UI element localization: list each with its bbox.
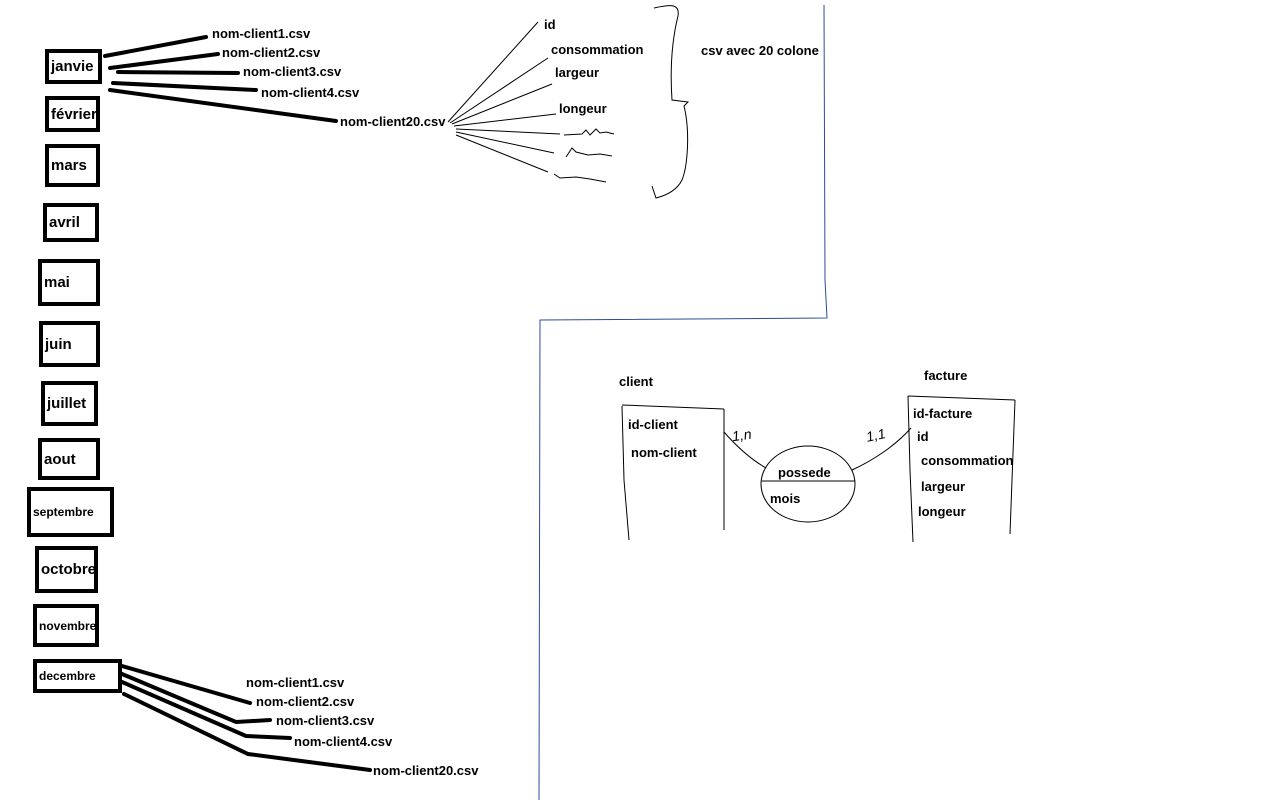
- fan-line-consommation: [449, 57, 549, 124]
- connector-bottom-3: [120, 680, 292, 740]
- facture-title: facture: [924, 368, 968, 383]
- fan-line-extra-2: [455, 131, 555, 154]
- file-top-5: nom-client20.csv: [340, 114, 446, 129]
- scribble-2: [565, 147, 613, 158]
- month-box-aout: aout: [38, 438, 100, 480]
- connector-top-4: [111, 81, 258, 92]
- column-fan-lines: [447, 21, 561, 173]
- connector-top-3: [116, 70, 240, 75]
- file-top-4: nom-client4.csv: [261, 85, 360, 100]
- possede-ellipse: [760, 445, 856, 523]
- section-divider: [538, 4, 828, 800]
- connector-top-2: [108, 52, 220, 70]
- scribble-3: [553, 173, 607, 183]
- csv-column-id: id: [544, 17, 556, 32]
- facture-field-largeur: largeur: [921, 479, 966, 494]
- month-box-novembre: novembre: [33, 604, 99, 647]
- link-client-possede: [723, 431, 767, 469]
- fan-line-id: [447, 21, 539, 123]
- top-file-connectors: [103, 35, 338, 123]
- facture-entity-outline: [907, 395, 1016, 543]
- connector-bottom-1: [120, 664, 252, 705]
- relation-name: possede: [778, 465, 831, 480]
- client-field-id-client: id-client: [628, 417, 678, 432]
- month-box-fevrier: février: [45, 96, 100, 132]
- month-box-octobre: octobre: [35, 546, 98, 593]
- file-bottom-3: nom-client3.csv: [276, 713, 375, 728]
- connector-top-5: [108, 88, 338, 123]
- csv-column-longeur: longeur: [559, 101, 607, 116]
- client-title: client: [619, 374, 653, 389]
- file-top-2: nom-client2.csv: [222, 45, 321, 60]
- file-bottom-2: nom-client2.csv: [256, 694, 355, 709]
- cardinality-client: 1,n: [730, 425, 753, 445]
- csv-column-consommation: consommation: [551, 42, 644, 57]
- curly-brace: [651, 5, 690, 199]
- fan-line-longeur: [453, 113, 557, 127]
- connector-top-1: [103, 35, 208, 58]
- fan-line-extra-3: [455, 134, 549, 173]
- month-box-mars: mars: [45, 144, 100, 187]
- fan-line-largeur: [451, 83, 553, 125]
- connector-bottom-2: [120, 672, 272, 725]
- file-top-1: nom-client1.csv: [212, 26, 311, 41]
- bottom-file-connectors: [120, 664, 372, 772]
- month-box-janvie: janvie: [45, 49, 102, 84]
- csv-note: csv avec 20 colone: [701, 43, 819, 58]
- facture-field-id-facture: id-facture: [913, 406, 973, 421]
- file-bottom-4: nom-client4.csv: [294, 734, 393, 749]
- client-field-nom-client: nom-client: [631, 445, 697, 460]
- scribble-1: [563, 128, 615, 136]
- month-box-decembre: decembre: [33, 659, 122, 693]
- facture-field-longeur: longeur: [918, 504, 966, 519]
- column-scribbles: [553, 128, 615, 183]
- client-entity-outline: [621, 404, 725, 541]
- link-possede-facture: [851, 427, 912, 471]
- facture-field-consommation: consommation: [921, 453, 1014, 468]
- month-box-septembre: septembre: [27, 487, 114, 537]
- month-box-avril: avril: [43, 203, 99, 242]
- relation-attribute: mois: [770, 491, 801, 506]
- file-bottom-5: nom-client20.csv: [373, 763, 479, 778]
- file-top-3: nom-client3.csv: [243, 64, 342, 79]
- cardinality-facture: 1,1: [864, 425, 887, 445]
- month-box-juillet: juillet: [41, 381, 98, 426]
- fan-line-extra-1: [455, 128, 561, 135]
- connector-bottom-4: [122, 692, 372, 772]
- month-box-mai: mai: [38, 259, 100, 306]
- facture-field-id: id: [917, 429, 929, 444]
- csv-column-largeur: largeur: [555, 65, 600, 80]
- month-box-juin: juin: [39, 321, 100, 367]
- file-bottom-1: nom-client1.csv: [246, 675, 345, 690]
